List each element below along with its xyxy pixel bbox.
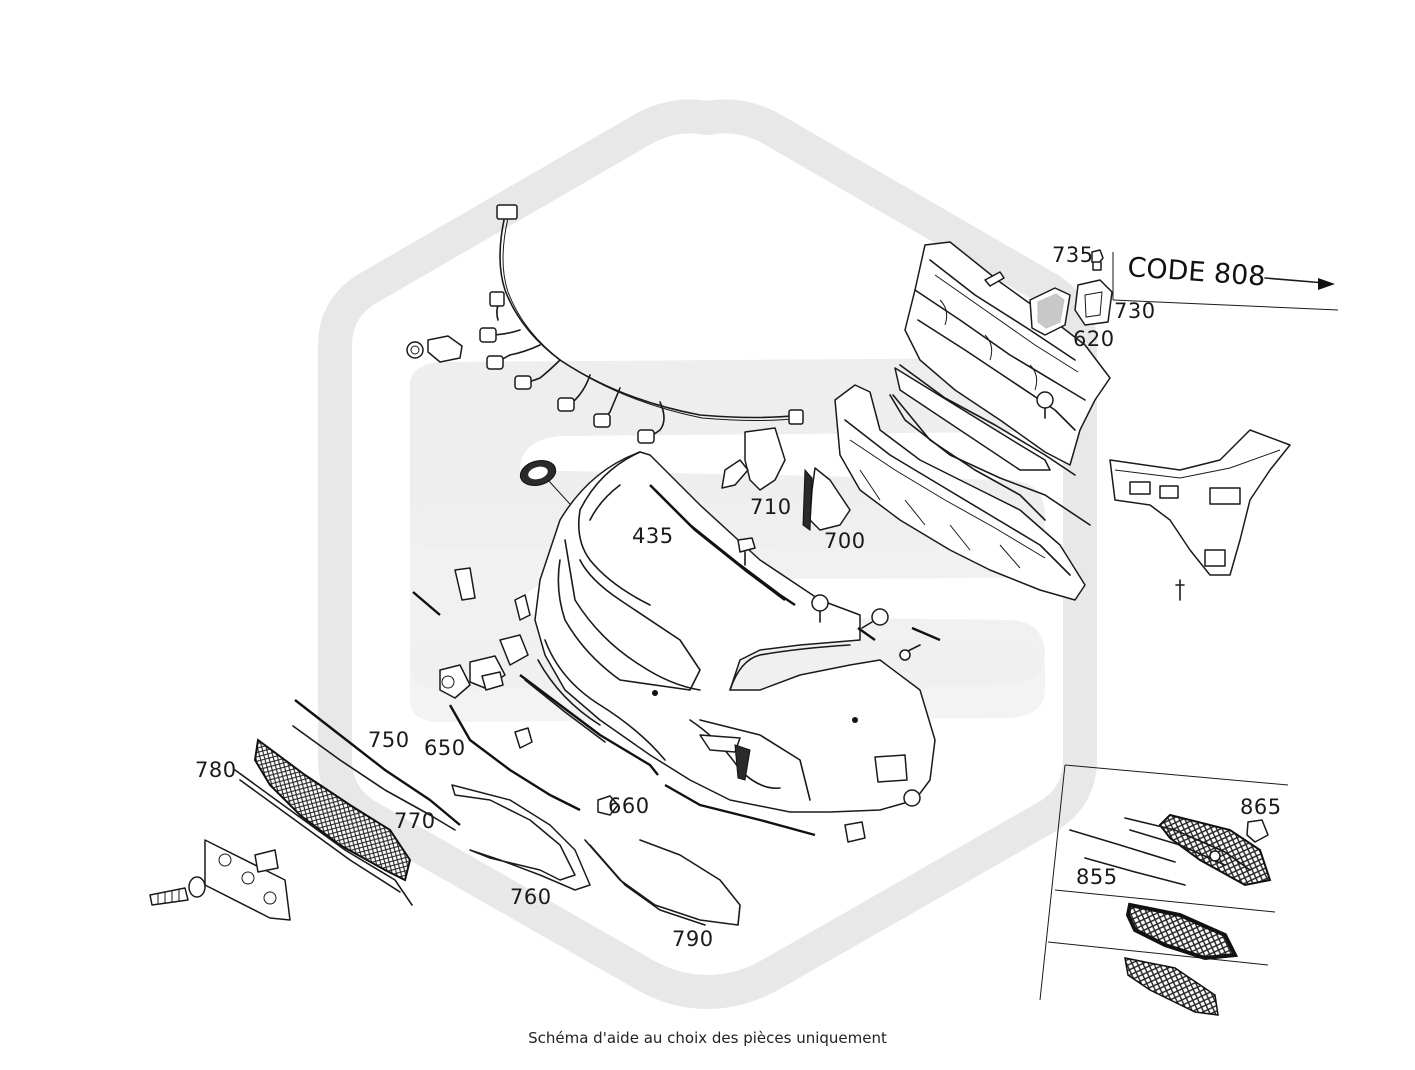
callout-735: 735: [1052, 243, 1094, 267]
callout-730: 730: [1114, 299, 1156, 323]
callout-770: 770: [394, 809, 436, 833]
callout-790: 790: [672, 927, 714, 951]
bumper-cover: [534, 451, 936, 813]
callout-865: 865: [1240, 795, 1282, 819]
callout-660: 660: [608, 794, 650, 818]
part-650-sensor: [439, 634, 529, 699]
fastener-clips: [412, 537, 941, 843]
part-780-trim: [234, 769, 413, 906]
callout-650: 650: [424, 736, 466, 760]
part-770-grille: [253, 738, 412, 882]
part-730-bracket: [1074, 279, 1113, 326]
bolt-small: [984, 271, 1054, 419]
impact-absorber: [834, 384, 1091, 601]
part-750-trim: [292, 699, 461, 831]
trim-strip-lower: [664, 783, 816, 837]
callout-780: 780: [195, 758, 237, 782]
callout-435: 435: [632, 524, 674, 548]
trim-strip-upper: [892, 394, 1046, 521]
callout-760: 760: [510, 885, 552, 909]
license-plate-bracket: [204, 839, 291, 921]
callout-700: 700: [824, 529, 866, 553]
callout-750: 750: [368, 728, 410, 752]
code-label: CODE 808: [1127, 252, 1267, 293]
trim-strip-center: [649, 484, 796, 606]
part-710-bracket: [721, 427, 786, 491]
trim-strip-lower-left: [519, 674, 659, 776]
grille-carrier-upper: [894, 241, 1111, 476]
callout-620: 620: [1073, 327, 1115, 351]
side-bracket: [1109, 429, 1291, 601]
callout-855: 855: [1076, 865, 1118, 889]
part-790-frame: [584, 839, 741, 926]
diagram-caption: Schéma d'aide au choix des pièces unique…: [528, 1029, 887, 1047]
inset-panel: [1039, 764, 1289, 1016]
part-620-cover: [1029, 287, 1071, 336]
part-700-bracket: [802, 467, 851, 531]
wiring-harness: [406, 204, 804, 444]
part-760-frame: [448, 704, 591, 891]
arrow-right-icon: [1264, 277, 1335, 290]
screw-fastener: [149, 876, 206, 906]
callout-710: 710: [750, 495, 792, 519]
part-735-clip: [1091, 249, 1104, 271]
